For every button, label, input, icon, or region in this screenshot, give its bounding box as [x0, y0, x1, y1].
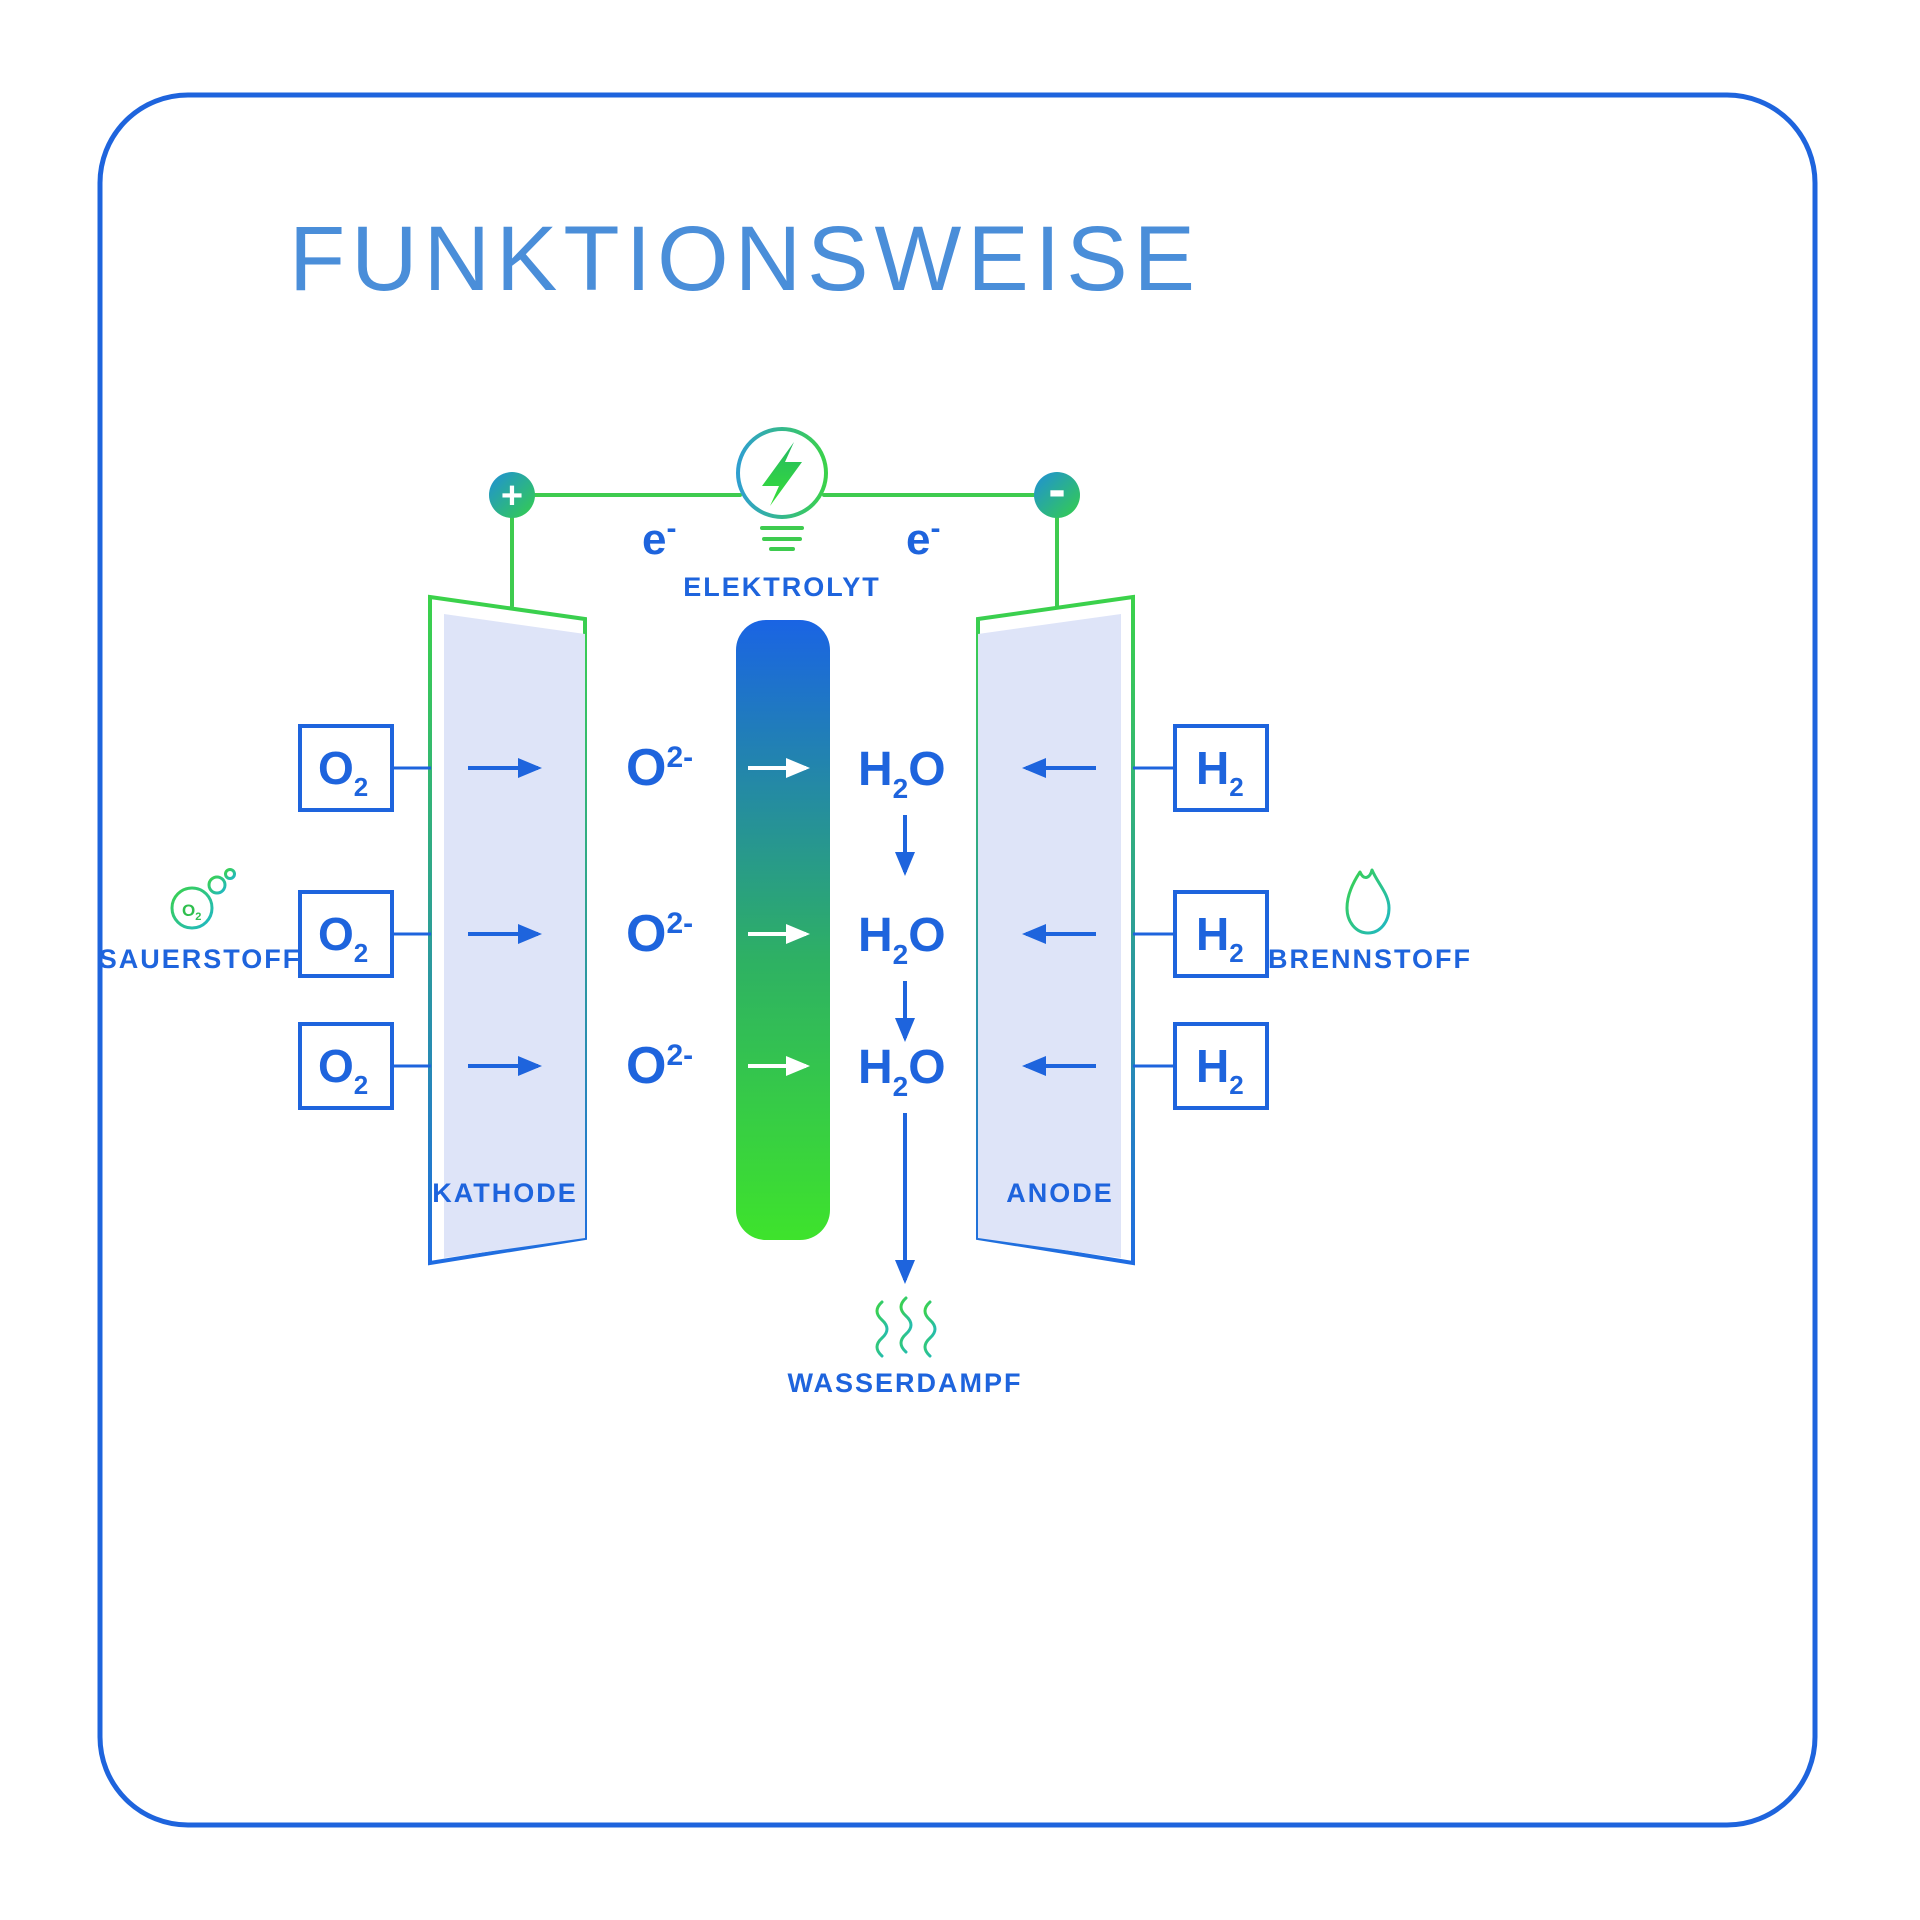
electron-label-left: e-: [642, 512, 676, 564]
reaction-row: O2 O2- H2O H2: [298, 890, 1269, 978]
reaction-row: O2 O2- H2O H2: [298, 1022, 1269, 1110]
page-title: FUNKTIONSWEISE: [289, 208, 1201, 310]
o2-box-label: O2: [318, 742, 368, 802]
oxygen-icon-label: O2: [182, 901, 201, 923]
electrolyte-label: ELEKTROLYT: [683, 572, 881, 602]
minus-terminal-sign: -: [1048, 461, 1065, 519]
h2o-label: H2O: [858, 909, 946, 970]
o2-box: [298, 724, 394, 812]
o2-box-label: O2: [318, 1040, 368, 1100]
h2-box-label: H2: [1196, 908, 1244, 968]
anode-electrode: ANODE: [976, 594, 1135, 1266]
light-bulb-icon: [736, 427, 828, 551]
o2-box: [298, 890, 394, 978]
electron-label-right: e-: [906, 512, 940, 564]
h2-box-label: H2: [1196, 1040, 1244, 1100]
circuit-group: + - e- e- ELEKTROLYT: [489, 427, 1080, 608]
anode-label: ANODE: [1006, 1178, 1114, 1208]
oxygen-ion-label: O2-: [626, 739, 693, 797]
h2o-label: H2O: [858, 1041, 946, 1102]
h2-box-label: H2: [1196, 742, 1244, 802]
water-vapour: WASSERDAMPF: [787, 1296, 1022, 1398]
water-vapour-label: WASSERDAMPF: [787, 1368, 1022, 1398]
cathode-label: KATHODE: [432, 1178, 578, 1208]
oxygen-side-label: SAUERSTOFF: [99, 944, 302, 974]
h2o-label: H2O: [858, 743, 946, 804]
oxygen-ion-label: O2-: [626, 905, 693, 963]
steam-icon: [875, 1296, 937, 1358]
fuel-side: BRENNSTOFF: [1268, 868, 1472, 974]
flame-icon: [1345, 868, 1391, 935]
electrolyte-bar: [736, 620, 830, 1240]
cathode-electrode: KATHODE: [428, 594, 587, 1266]
reaction-row: O2 O2- H2O H2: [298, 724, 1269, 812]
h2-box: [1173, 1022, 1269, 1110]
h2-box: [1173, 724, 1269, 812]
h2-box: [1173, 890, 1269, 978]
oxygen-ion-label: O2-: [626, 1037, 693, 1095]
plus-terminal: [489, 472, 535, 518]
oxygen-side: O2 SAUERSTOFF: [99, 868, 302, 974]
lightning-bolt-icon: [762, 442, 802, 506]
plus-terminal-sign: +: [501, 475, 523, 517]
o2-box: [298, 1022, 394, 1110]
frame-border: [97, 92, 1818, 1828]
fuel-side-label: BRENNSTOFF: [1268, 944, 1472, 974]
minus-terminal: [1034, 472, 1080, 518]
o2-box-label: O2: [318, 908, 368, 968]
oxygen-bubbles-icon: O2: [170, 868, 236, 930]
